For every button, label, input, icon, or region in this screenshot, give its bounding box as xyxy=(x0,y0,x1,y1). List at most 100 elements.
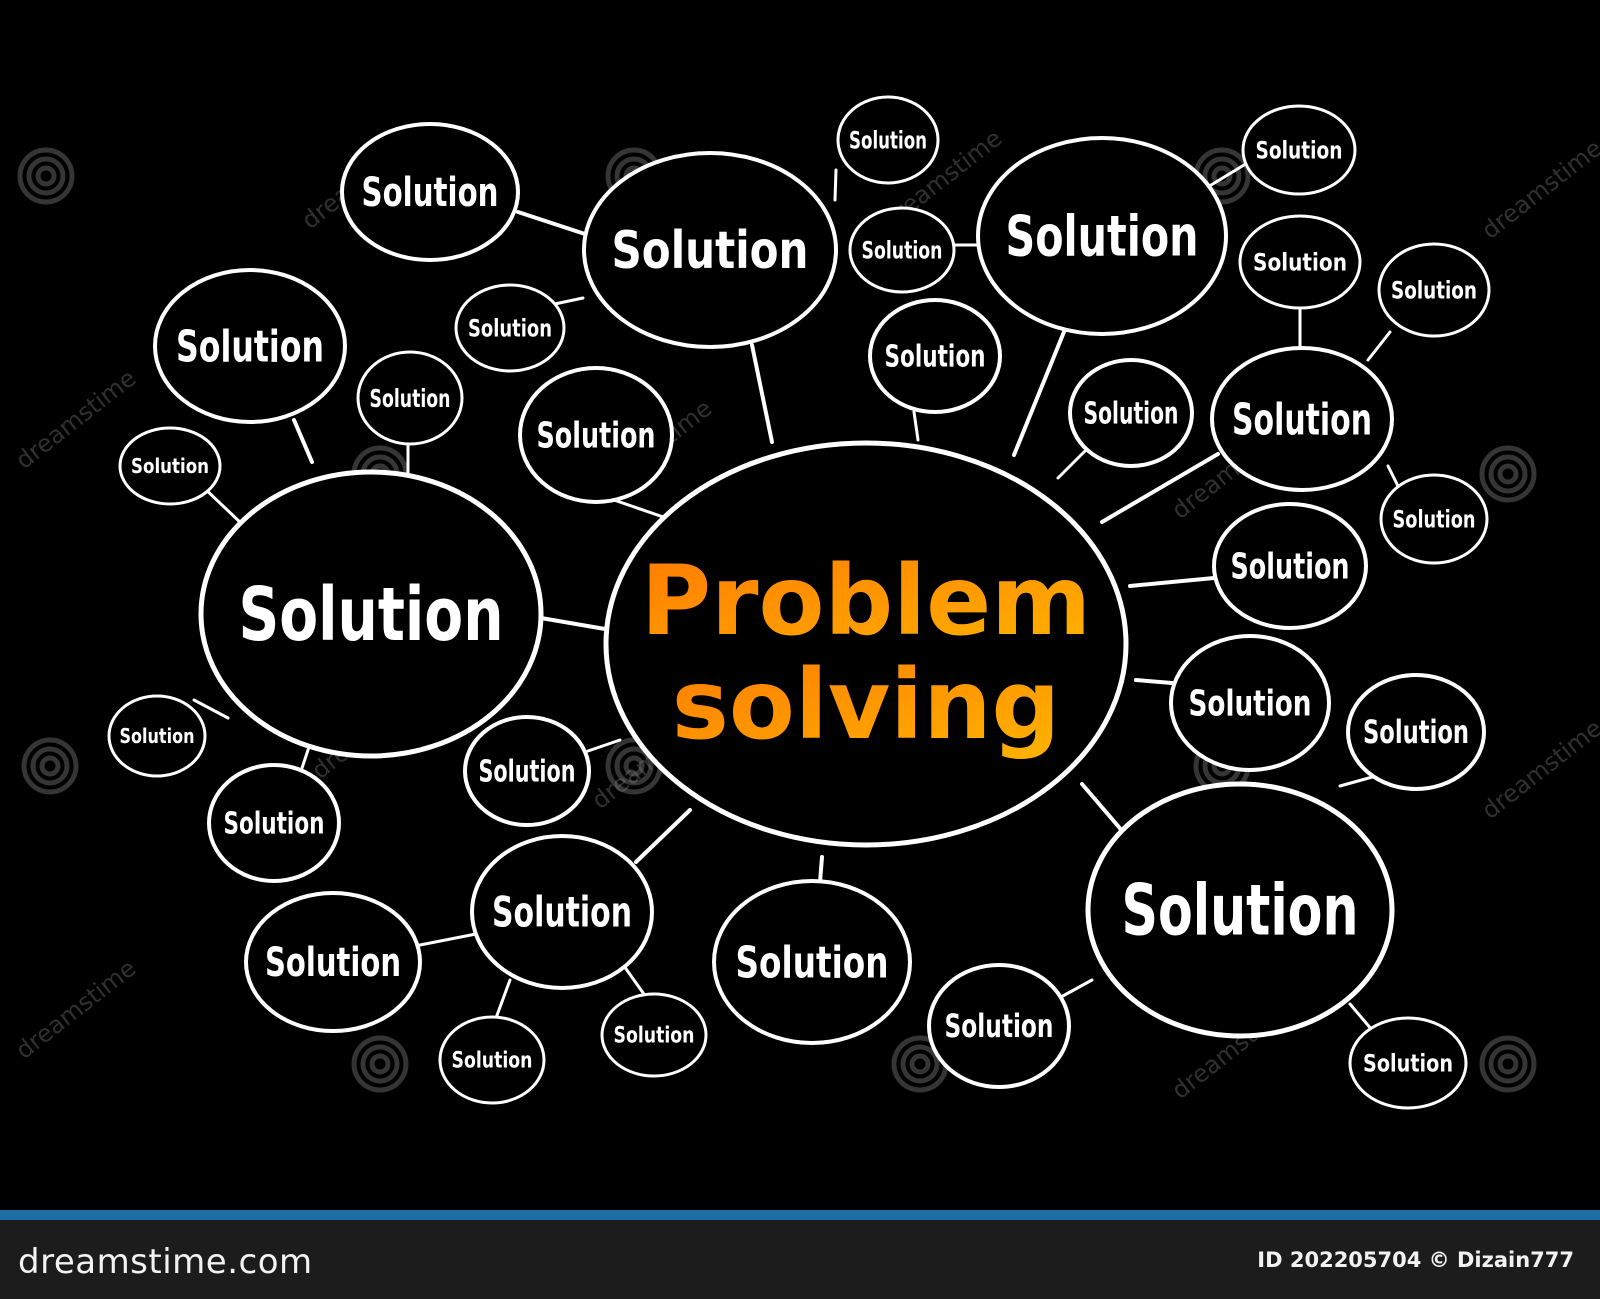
solution-node: Solution xyxy=(438,1015,546,1105)
solution-node: Solution xyxy=(1238,214,1362,310)
solution-node-label: Solution xyxy=(468,314,552,342)
solution-node-ellipse xyxy=(582,151,838,349)
solution-node-ellipse xyxy=(1068,358,1194,468)
watermark-ring xyxy=(35,165,57,187)
central-node-ellipse xyxy=(603,440,1129,848)
solution-node: Solution xyxy=(1348,1016,1468,1110)
connector-line xyxy=(418,932,478,947)
solution-node-ellipse xyxy=(518,366,674,504)
footer-site-name: dreamstime.com xyxy=(18,1242,313,1282)
watermark-ring xyxy=(614,746,654,786)
solution-node: Solution xyxy=(153,268,347,424)
solution-node-label: Solution xyxy=(120,724,195,748)
watermark-spiral-icon xyxy=(1479,1035,1537,1093)
solution-node-label: Solution xyxy=(885,340,986,375)
central-title-line1: Problem xyxy=(641,545,1091,657)
watermark-ring xyxy=(623,755,645,777)
watermark-ring xyxy=(1488,454,1528,494)
solution-node-label: Solution xyxy=(614,1024,695,1049)
watermark-text: dreamstime xyxy=(10,954,141,1065)
solution-node: Solution xyxy=(1210,346,1394,492)
watermark-ring xyxy=(351,1035,409,1093)
watermark-ring xyxy=(1497,463,1519,485)
connector-line xyxy=(539,616,607,631)
watermark-ring xyxy=(1202,156,1242,196)
solution-node-label: Solution xyxy=(1084,397,1179,432)
solution-node-label: Solution xyxy=(612,221,809,281)
connector-line xyxy=(818,855,824,884)
solution-node-ellipse xyxy=(1241,104,1357,196)
connector-line xyxy=(494,978,512,1020)
solution-node-label: Solution xyxy=(1006,205,1199,270)
solution-node-label: Solution xyxy=(1391,276,1477,304)
solution-node: Solution xyxy=(518,366,674,504)
solution-node-label: Solution xyxy=(224,807,325,842)
solution-node-ellipse xyxy=(976,136,1228,336)
solution-node: Solution xyxy=(463,715,591,827)
solution-node-ellipse xyxy=(356,350,464,446)
watermark-ring xyxy=(26,156,66,196)
connector-line xyxy=(200,484,244,526)
connector-line xyxy=(1100,452,1220,524)
watermark-ring xyxy=(21,737,79,795)
solution-node: Solution xyxy=(1212,502,1368,630)
solution-node: Solution xyxy=(244,891,422,1033)
solution-node: Solution xyxy=(976,136,1228,336)
copyright-symbol: © xyxy=(1428,1248,1450,1272)
solution-node-ellipse xyxy=(244,891,422,1033)
watermark-text: dreamstime xyxy=(1476,134,1600,245)
solution-node: Solution xyxy=(1346,673,1486,791)
solution-node-label: Solution xyxy=(492,888,632,937)
solution-node-label: Solution xyxy=(1189,684,1312,725)
connector-line xyxy=(292,418,314,464)
watermark-spiral-icon xyxy=(1479,445,1537,503)
solution-node-ellipse xyxy=(1379,473,1489,565)
solution-node: Solution xyxy=(1241,104,1357,196)
solution-node-ellipse xyxy=(848,206,956,294)
solution-node-label: Solution xyxy=(862,236,943,264)
connector-line xyxy=(1128,576,1216,588)
solution-node: Solution xyxy=(712,879,912,1045)
watermark-ring xyxy=(360,1044,400,1084)
watermark-ring xyxy=(1479,445,1537,503)
watermark-ring xyxy=(30,746,70,786)
connector-line xyxy=(1056,446,1090,480)
solution-node: Solution xyxy=(454,283,566,373)
solution-node-label: Solution xyxy=(537,416,656,457)
solution-node-ellipse xyxy=(1210,346,1394,492)
watermark-spiral-icon xyxy=(21,737,79,795)
solution-node-ellipse xyxy=(1348,1016,1468,1110)
connector-line xyxy=(1012,320,1070,457)
solution-node-label: Solution xyxy=(1122,870,1359,952)
connector-line xyxy=(516,210,590,237)
connector-line xyxy=(1338,774,1378,788)
solution-node-label: Solution xyxy=(1393,505,1476,533)
watermark-spiral-icon xyxy=(17,147,75,205)
solution-node: Solution xyxy=(1377,242,1491,338)
central-node: Problem solving xyxy=(603,440,1129,848)
solution-node-label: Solution xyxy=(362,170,499,216)
connector-line xyxy=(1366,330,1392,362)
solution-node: Solution xyxy=(1169,634,1331,772)
solution-node: Solution xyxy=(1379,473,1489,565)
watermark-spiral-icon xyxy=(351,1035,409,1093)
connector-line xyxy=(1059,978,1094,999)
solution-node-label: Solution xyxy=(736,937,889,988)
watermark-ring xyxy=(17,147,75,205)
solution-node-label: Solution xyxy=(1231,547,1350,588)
central-title-line2: solving xyxy=(672,649,1061,761)
connector-line xyxy=(192,698,230,720)
solution-node-label: Solution xyxy=(176,321,324,372)
solution-node-ellipse xyxy=(1377,242,1491,338)
solution-node-ellipse xyxy=(1212,502,1368,630)
solution-node: Solution xyxy=(118,426,222,506)
solution-node: Solution xyxy=(1085,781,1395,1039)
solution-node-ellipse xyxy=(1085,781,1395,1039)
connector-line xyxy=(833,168,838,202)
solution-node-label: Solution xyxy=(1232,394,1372,445)
watermark-ring xyxy=(1479,1035,1537,1093)
watermark-ring xyxy=(909,1053,931,1075)
solution-node: Solution xyxy=(927,963,1071,1089)
solution-node: Solution xyxy=(868,298,1002,414)
